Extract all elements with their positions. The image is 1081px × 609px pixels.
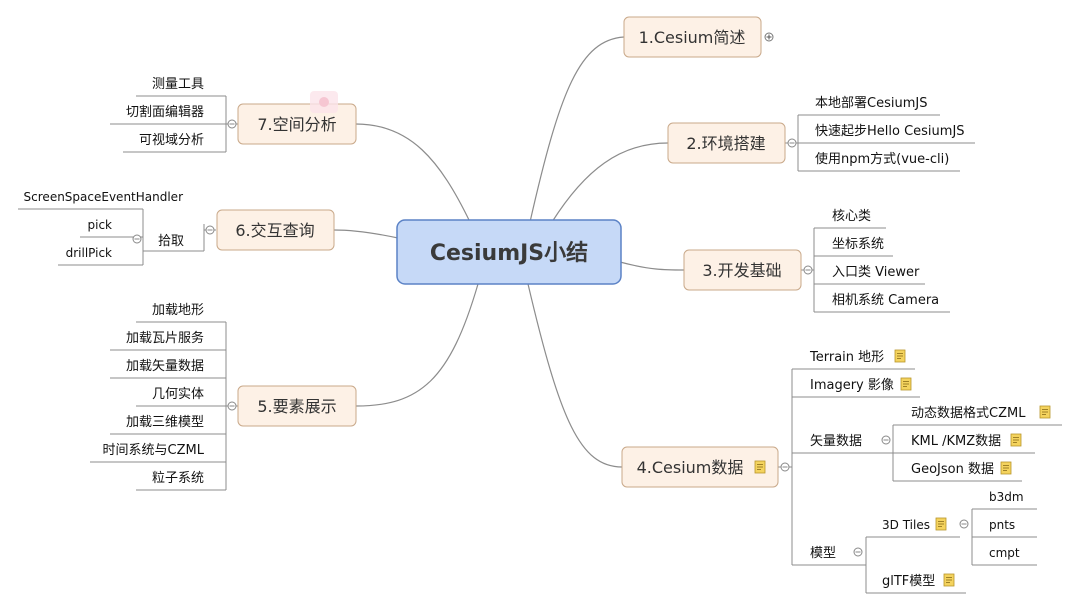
leaf-load-tiles[interactable]: 加载瓦片服务 xyxy=(126,330,204,346)
topic-label: 3.开发基础 xyxy=(702,261,781,280)
topic-label: 4.Cesium数据 xyxy=(637,458,744,477)
leaf-b3dm[interactable]: b3dm xyxy=(989,490,1024,504)
leaf-particle[interactable]: 粒子系统 xyxy=(152,471,204,486)
topic-cesium-data[interactable]: 4.Cesium数据 xyxy=(621,446,779,488)
note-icon xyxy=(943,573,955,587)
collapse-icon xyxy=(853,547,863,557)
node-3d-tiles[interactable]: 3D Tiles xyxy=(882,518,930,532)
leaf-hello-cesium[interactable]: 快速起步Hello CesiumJS xyxy=(815,124,965,139)
note-icon xyxy=(935,517,947,531)
leaf-local-deploy[interactable]: 本地部署CesiumJS xyxy=(815,96,927,111)
topic-label: 1.Cesium简述 xyxy=(639,28,746,47)
note-icon xyxy=(754,460,766,474)
collapse-icon xyxy=(881,435,891,445)
node-vector-data[interactable]: 矢量数据 xyxy=(810,434,862,449)
note-icon xyxy=(894,349,906,363)
leaf-time-czml[interactable]: 时间系统与CZML xyxy=(103,443,205,458)
leaf-geometry[interactable]: 几何实体 xyxy=(152,386,204,402)
collapse-icon xyxy=(132,234,142,244)
leaf-clipping-editor[interactable]: 切割面编辑器 xyxy=(126,104,204,120)
marker-icon xyxy=(310,91,338,113)
leaf-geojson[interactable]: GeoJson 数据 xyxy=(911,462,994,477)
leaf-viewshed[interactable]: 可视域分析 xyxy=(139,133,204,148)
topic-spatial-analysis[interactable]: 7.空间分析 xyxy=(237,103,357,145)
collapse-icon xyxy=(959,519,969,529)
note-icon xyxy=(1010,433,1022,447)
leaf-coordinate-system[interactable]: 坐标系统 xyxy=(832,237,884,252)
topic-environment-setup[interactable]: 2.环境搭建 xyxy=(667,122,786,164)
leaf-load-3d-model[interactable]: 加载三维模型 xyxy=(126,415,204,430)
topic-label: 2.环境搭建 xyxy=(686,134,765,153)
node-model[interactable]: 模型 xyxy=(810,546,836,561)
note-icon xyxy=(1000,461,1012,475)
collapse-icon xyxy=(227,401,237,411)
topic-interactive-query[interactable]: 6.交互查询 xyxy=(216,209,335,251)
leaf-kml[interactable]: KML /KMZ数据 xyxy=(911,434,1001,449)
leaf-viewer[interactable]: 入口类 Viewer xyxy=(832,265,920,280)
leaf-imagery[interactable]: Imagery 影像 xyxy=(810,378,894,393)
topic-label: 5.要素展示 xyxy=(257,397,336,416)
leaf-load-terrain[interactable]: 加载地形 xyxy=(152,303,204,318)
collapse-icon xyxy=(803,265,813,275)
leaf-pick[interactable]: pick xyxy=(88,218,113,232)
leaf-czml[interactable]: 动态数据格式CZML xyxy=(911,405,1026,421)
topic-cesium-overview[interactable]: 1.Cesium简述 xyxy=(623,16,762,58)
collapse-icon xyxy=(205,225,215,235)
leaf-load-vector[interactable]: 加载矢量数据 xyxy=(126,359,204,374)
topic-dev-basics[interactable]: 3.开发基础 xyxy=(683,249,802,291)
node-pick[interactable]: 拾取 xyxy=(158,234,184,249)
leaf-camera[interactable]: 相机系统 Camera xyxy=(832,293,939,308)
topic-label: 7.空间分析 xyxy=(257,115,336,134)
leaf-pnts[interactable]: pnts xyxy=(989,518,1015,532)
collapse-icon xyxy=(780,462,790,472)
root-topic[interactable]: CesiumJS小结 xyxy=(396,219,622,285)
leaf-core-classes[interactable]: 核心类 xyxy=(832,209,871,224)
topic-label: 6.交互查询 xyxy=(235,221,314,240)
leaf-npm-vue[interactable]: 使用npm方式(vue-cli) xyxy=(815,151,949,167)
note-icon xyxy=(1039,405,1051,419)
leaf-gltf[interactable]: glTF模型 xyxy=(882,574,935,589)
root-title: CesiumJS小结 xyxy=(430,240,588,266)
note-icon xyxy=(900,377,912,391)
topic-feature-display[interactable]: 5.要素展示 xyxy=(237,385,357,427)
expand-icon[interactable] xyxy=(764,32,774,42)
leaf-drill-pick[interactable]: drillPick xyxy=(66,246,112,260)
root-connectors xyxy=(333,36,685,468)
leaf-terrain[interactable]: Terrain 地形 xyxy=(809,350,884,365)
collapse-icon xyxy=(787,138,797,148)
leaf-measure-tool[interactable]: 测量工具 xyxy=(152,77,204,92)
leaf-cmpt[interactable]: cmpt xyxy=(989,546,1020,560)
collapse-toggles[interactable] xyxy=(132,119,969,557)
leaf-screen-space-event-handler[interactable]: ScreenSpaceEventHandler xyxy=(24,190,184,204)
collapse-icon xyxy=(227,119,237,129)
